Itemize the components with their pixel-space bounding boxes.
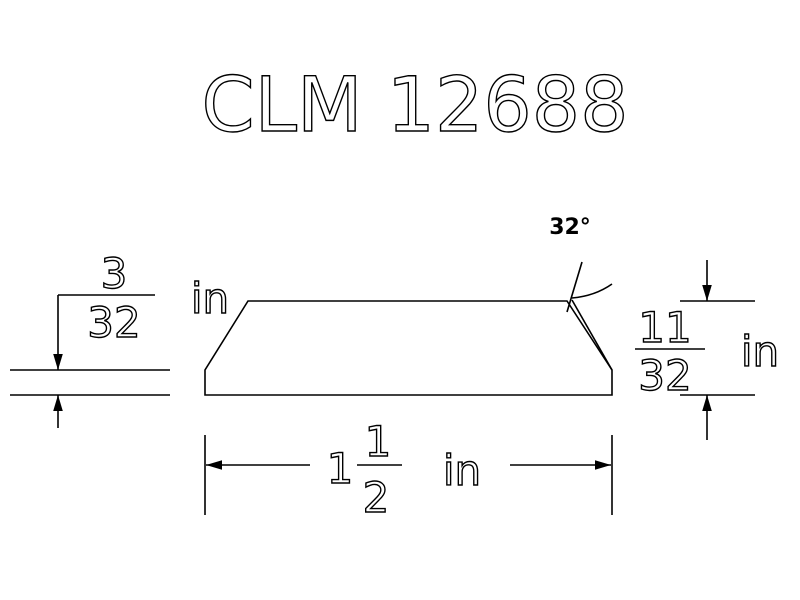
angle-arc (571, 283, 613, 299)
right-numerator: 11 (638, 303, 691, 352)
width-numerator: 1 (365, 417, 392, 466)
part-title: CLM 12688 (202, 60, 629, 149)
right-unit: in (741, 327, 779, 376)
molding-profile (204, 300, 613, 396)
angle-edge-ext (571, 299, 613, 371)
angle-label: 32° (549, 215, 591, 240)
left-unit: in (191, 274, 229, 323)
left-denominator: 32 (87, 298, 140, 347)
left-numerator: 3 (101, 249, 128, 298)
right-denominator: 32 (638, 351, 691, 400)
width-unit: in (443, 446, 481, 495)
width-denominator: 2 (363, 473, 390, 522)
angle-leader (566, 261, 583, 313)
width-whole: 1 (327, 444, 354, 493)
